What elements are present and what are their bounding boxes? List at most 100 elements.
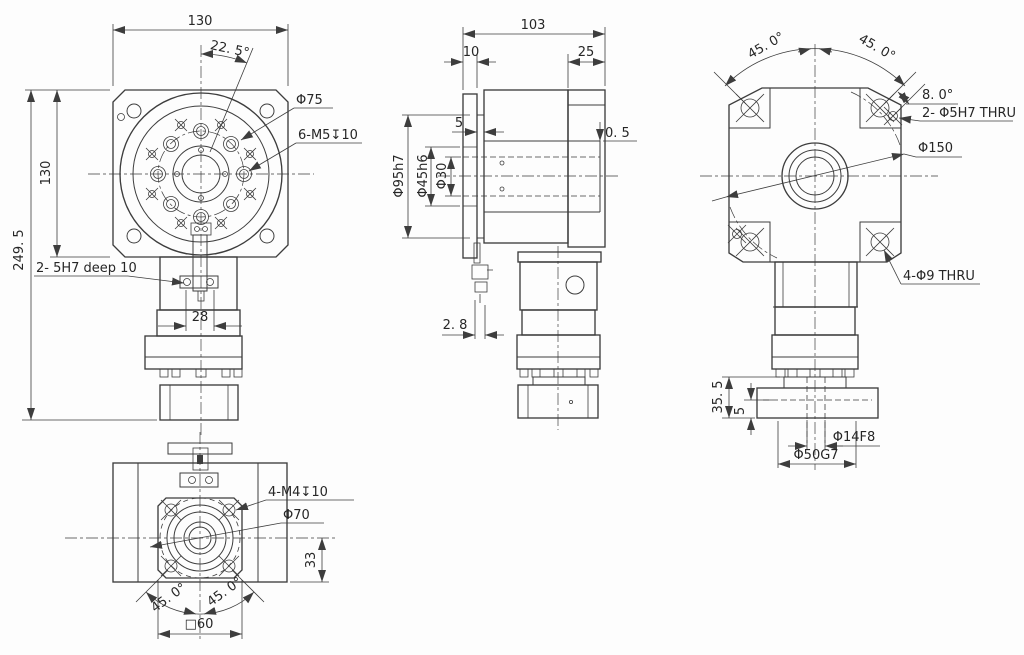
side-view: 103 10 25 5 0. 5 Φ95h7 Φ45h6 Φ30 2. 8: [392, 18, 637, 430]
label-bottom-bolt-circle: Φ70: [283, 508, 310, 523]
side-tab: [589, 368, 599, 378]
bottom-view: 45. 0° 45. 0° □60 33 4-M4↧10 Φ70: [65, 432, 354, 641]
bottom-clamp: [192, 447, 209, 471]
side-tab: [519, 368, 529, 378]
rear-mount-hole: [735, 227, 765, 257]
side-motor-neck: [532, 376, 586, 386]
side-bore-hidden-lines: [463, 156, 600, 197]
front-disc-step: [132, 105, 270, 243]
front-pin-hole: [117, 113, 125, 121]
dim-rear-spigot-depth: 5: [733, 407, 748, 415]
side-motor-dot: [569, 399, 574, 404]
bottom-dowel-plate: [179, 472, 219, 488]
front-small-hole: [198, 195, 204, 201]
front-corner-hole: [126, 103, 142, 119]
front-motor: [159, 384, 239, 421]
front-tapped-hole: [163, 196, 179, 212]
side-small-hole: [499, 160, 505, 166]
dim-rear-bore-fit: Φ14F8: [833, 430, 876, 445]
label-rear-mount-holes: 4-Φ9 THRU: [903, 269, 975, 284]
front-index-hole: [145, 147, 159, 161]
dim-side-pilot-dia: Φ45h6: [416, 154, 431, 197]
rear-tab: [832, 368, 843, 378]
bottom-output-flange: [157, 497, 243, 579]
bottom-dowel-hole: [188, 476, 196, 484]
front-tapped-hole: [223, 136, 239, 152]
rear-bolt-circle-arc: [850, 91, 901, 146]
rear-tab: [844, 368, 855, 378]
front-dowel-bracket: [179, 275, 219, 289]
dim-front-clamp-width: 28: [192, 310, 209, 325]
dim-rear-spigot-fit: Φ50G7: [793, 448, 838, 463]
front-tab: [221, 368, 231, 378]
dim-front-height: 130: [39, 161, 54, 186]
bottom-bolt-circle: [159, 497, 241, 579]
label-bottom-tapped-holes: 4-M4↧10: [268, 485, 328, 500]
front-tab: [159, 368, 169, 378]
front-index-hole: [174, 216, 188, 230]
dim-bottom-angle-right: 45. 0°: [205, 574, 246, 609]
dim-side-bore-dia: Φ30: [435, 163, 450, 190]
front-small-hole: [222, 171, 228, 177]
front-center-boss: [172, 145, 230, 203]
dim-bottom-center-offset: 33: [304, 552, 319, 569]
front-corner-hole: [259, 103, 275, 119]
front-dowel-hole: [206, 278, 214, 286]
side-motor-body: [517, 384, 599, 419]
bottom-clamp-screw: [197, 455, 203, 464]
bottom-dowel-hole: [205, 476, 213, 484]
rear-motor-upper: [774, 261, 858, 308]
front-index-hole: [145, 187, 159, 201]
front-index-hole: [243, 187, 257, 201]
side-motor-hole: [565, 275, 585, 295]
dim-side-step: 0. 5: [605, 126, 630, 141]
front-tab: [171, 368, 181, 378]
rear-tab: [775, 368, 786, 378]
side-motor-mid: [521, 309, 596, 336]
dim-bottom-angle-left: 45. 0°: [149, 580, 190, 615]
front-small-hole: [174, 171, 180, 177]
label-front-bolt-circle: Φ75: [296, 93, 323, 108]
bottom-shaft: [183, 521, 217, 555]
front-clamp-bar: [192, 234, 208, 292]
front-corner-hole: [259, 228, 275, 244]
front-index-hole: [174, 118, 188, 132]
front-tapped-hole: [163, 136, 179, 152]
rear-bolt-circle-arc: [729, 206, 778, 259]
front-corner-hole: [126, 228, 142, 244]
rear-mount-hole: [865, 227, 895, 257]
front-clamp-hole: [202, 226, 208, 232]
dim-front-total-height: 249. 5: [12, 229, 27, 270]
front-clamp-tip: [197, 290, 205, 302]
front-index-hole: [243, 147, 257, 161]
side-tab: [553, 368, 564, 378]
dim-rear-shaft-section: 35. 5: [711, 380, 726, 413]
bottom-bracket: [167, 442, 233, 455]
dim-rear-angle-left: 45. 0°: [745, 30, 787, 63]
side-motor-plate: [517, 251, 602, 263]
bottom-boss: [166, 504, 234, 572]
rear-output-flange: [756, 387, 879, 419]
side-small-hole: [499, 186, 505, 192]
dim-rear-pin-angle: 8. 0°: [922, 88, 953, 103]
bottom-shaft-bore: [188, 526, 212, 550]
dim-side-disc-thickness: 10: [463, 45, 480, 60]
dim-front-width: 130: [188, 14, 213, 29]
dim-side-clamp-gap: 2. 8: [443, 318, 468, 333]
dim-side-spigot: 5: [455, 116, 463, 131]
front-flange-plate: [112, 89, 289, 258]
dim-rear-bolt-circle: Φ150: [918, 141, 953, 156]
bottom-boss-step: [173, 511, 227, 565]
rear-pin-hole: [727, 224, 747, 244]
front-small-hole: [198, 147, 204, 153]
side-tab: [576, 368, 586, 378]
front-neck: [159, 256, 238, 311]
front-clamp-hole: [194, 226, 200, 232]
side-motor-block: [516, 334, 601, 370]
label-front-pin-holes: 2- 5H7 deep 10: [36, 261, 137, 276]
front-index-hole: [214, 216, 228, 230]
front-dowel-hole: [183, 278, 191, 286]
front-table-disc: [119, 92, 283, 256]
